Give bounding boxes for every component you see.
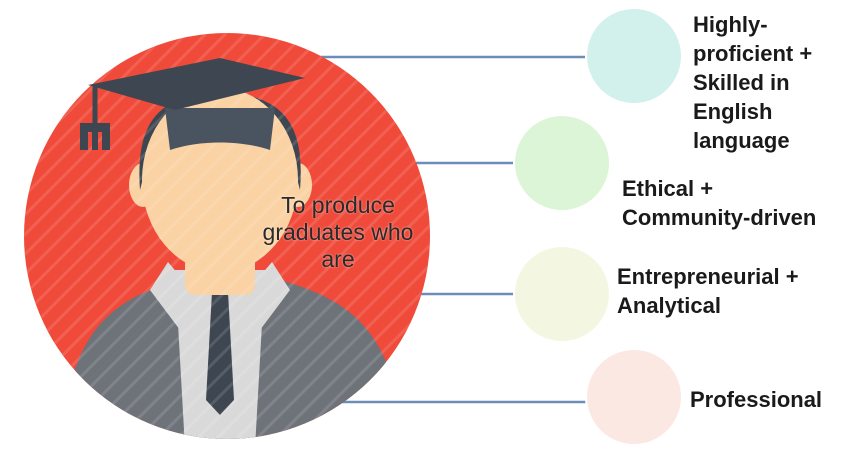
attribute-circle-1: [513, 114, 611, 212]
attribute-circle-0: [585, 7, 683, 105]
center-statement: To produce graduates who are: [262, 192, 414, 272]
attribute-label-entrepreneurial: Entrepreneurial + Analytical: [617, 264, 799, 318]
attribute-circle-3: [585, 348, 683, 446]
connectors: [318, 55, 588, 404]
attribute-label-professional: Professional: [690, 387, 823, 412]
attribute-label-english: Highly- proficient + Skilled in English …: [693, 12, 813, 153]
attribute-circles: [513, 7, 683, 446]
graduate-avatar-icon: [24, 33, 430, 439]
attribute-circle-2: [513, 245, 611, 343]
attribute-label-ethical: Ethical + Community-driven: [622, 176, 817, 230]
